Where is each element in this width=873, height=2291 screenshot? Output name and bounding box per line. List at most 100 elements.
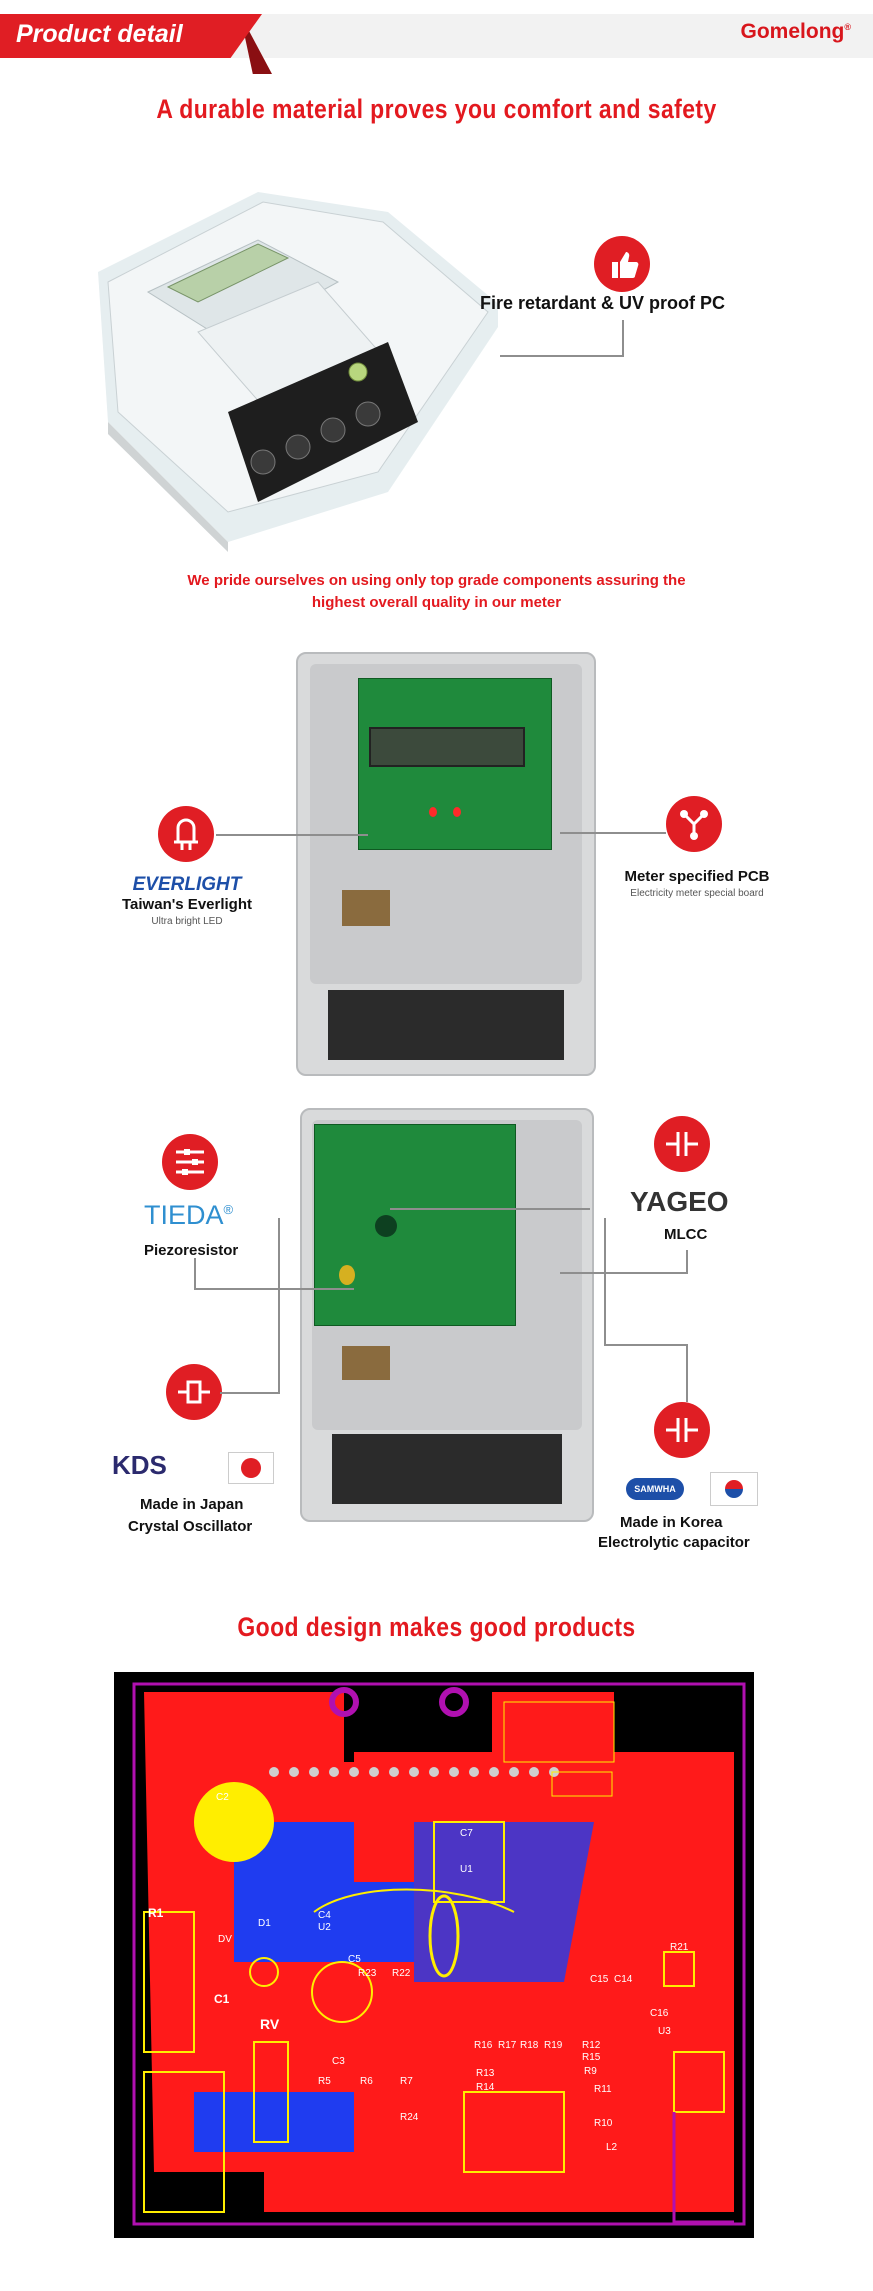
capacitor: [375, 1215, 397, 1237]
japan-flag-disc: [241, 1458, 261, 1478]
section3-heading: Good design makes good products: [237, 1612, 636, 1642]
resistor-icon: [162, 1134, 218, 1190]
korea-flag-disc: [725, 1480, 743, 1498]
callout-line: [216, 834, 368, 836]
label-rv: RV: [260, 2016, 280, 2032]
label-l2: L2: [606, 2142, 618, 2153]
label-d1: D1: [258, 1918, 271, 1929]
callout-line: [194, 1288, 354, 1290]
kds-name-2: Crystal Oscillator: [128, 1518, 253, 1535]
label-r14: R14: [476, 2082, 495, 2093]
callout-line: [622, 320, 624, 356]
label-r19: R19: [544, 2040, 563, 2051]
section1-heading: A durable material proves you comfort an…: [156, 94, 717, 124]
label-r7: R7: [400, 2076, 413, 2087]
crystal-icon: [166, 1364, 222, 1420]
label-r24: R24: [400, 2112, 419, 2123]
label-r15: R15: [582, 2052, 601, 2063]
yageo-logo: YAGEO: [630, 1186, 729, 1217]
callout-pc: Fire retardant & UV proof PC: [480, 293, 726, 313]
label-r9: R9: [584, 2066, 597, 2077]
terminal-block: [332, 1434, 562, 1504]
label-r1: R1: [148, 1906, 164, 1920]
label-u1: U1: [460, 1864, 473, 1875]
korea-flag: [710, 1472, 758, 1506]
header-tab: [0, 14, 262, 58]
meter-open-case: [296, 652, 596, 1076]
pcb-board: [314, 1124, 516, 1326]
lcd-display: [369, 727, 525, 767]
kds-logo: KDS: [112, 1450, 167, 1480]
capacitor-icon-2: [654, 1402, 710, 1458]
label-u3: U3: [658, 2026, 671, 2037]
label-c2: C2: [216, 1792, 229, 1803]
circuit-icon: [666, 796, 722, 852]
label-c15: C15: [590, 1974, 609, 1985]
label-r13: R13: [476, 2068, 495, 2079]
label-r21: R21: [670, 1942, 689, 1953]
transformer: [342, 890, 390, 926]
callout-line: [604, 1344, 688, 1346]
label-r6: R6: [360, 2076, 373, 2087]
led-icon: [158, 806, 214, 862]
callout-line: [560, 832, 666, 834]
pcb-layout-drawing: [132, 1682, 746, 2226]
mlcc-label: MLCC: [664, 1226, 708, 1243]
pcb-desc: Electricity meter special board: [630, 888, 764, 899]
everlight-name: Taiwan's Everlight: [122, 896, 252, 913]
label-r5: R5: [318, 2076, 331, 2087]
label-c14: C14: [614, 1974, 633, 1985]
label-r16: R16: [474, 2040, 493, 2051]
callout-line: [278, 1218, 280, 1392]
label-c1: C1: [214, 1992, 230, 2006]
piezoresistor-label: Piezoresistor: [144, 1242, 239, 1259]
capacitor-icon: [654, 1116, 710, 1172]
tieda-mark: ®: [223, 1202, 234, 1217]
meter-enclosure-illustration: [98, 192, 508, 552]
transformer: [342, 1346, 390, 1380]
everlight-logo: EVERLIGHT: [132, 874, 242, 895]
label-r11: R11: [594, 2084, 612, 2095]
callout-line: [500, 355, 624, 357]
everlight-desc: Ultra bright LED: [151, 916, 223, 927]
callout-line: [604, 1218, 606, 1344]
label-dv: DV: [218, 1934, 232, 1945]
thumbs-up-icon: [594, 236, 650, 292]
label-r12: R12: [582, 2040, 601, 2051]
pcb-layout-diagram: R1 C2 C1 D1 DV RV C3 C4 C5 C7 U1 U2 R5 R…: [114, 1672, 754, 2238]
tieda-logo: TIEDA®: [144, 1200, 233, 1231]
led-indicator: [453, 807, 461, 817]
callout-line: [686, 1344, 688, 1402]
label-c3: C3: [332, 2056, 345, 2067]
page-title: Product detail: [16, 20, 183, 48]
callout-line: [390, 1208, 590, 1210]
label-c7: C7: [460, 1828, 473, 1839]
kds-name-1: Made in Japan: [140, 1496, 244, 1513]
tieda-logo-text: TIEDA: [144, 1200, 224, 1230]
label-r23: R23: [358, 1968, 377, 1979]
meter-photo: [88, 172, 508, 552]
callout-line: [220, 1392, 280, 1394]
terminal-block: [328, 990, 564, 1060]
brand-logo[interactable]: Gomelong®: [741, 20, 851, 44]
led-indicator: [429, 807, 437, 817]
label-c4: C4: [318, 1910, 331, 1921]
piezoresistor: [339, 1265, 355, 1285]
label-c5: C5: [348, 1954, 361, 1965]
callout-line: [686, 1250, 688, 1272]
samwha-logo: SAMWHA: [626, 1478, 684, 1500]
label-r17: R17: [498, 2040, 517, 2051]
label-r10: R10: [594, 2118, 613, 2129]
samwha-name-1: Made in Korea: [620, 1514, 723, 1531]
section2-text-1: We pride ourselves on using only top gra…: [187, 572, 686, 589]
samwha-name-2: Electrolytic capacitor: [598, 1534, 750, 1551]
section2-text-2: highest overall quality in our meter: [311, 594, 562, 611]
meter-open-case-2: [300, 1108, 594, 1522]
label-r22: R22: [392, 1968, 411, 1979]
callout-line: [560, 1272, 688, 1274]
pcb-name: Meter specified PCB: [624, 868, 770, 885]
pcb-board: [358, 678, 552, 850]
callout-line: [194, 1258, 196, 1288]
label-u2: U2: [318, 1922, 331, 1933]
label-c16: C16: [650, 2008, 669, 2019]
